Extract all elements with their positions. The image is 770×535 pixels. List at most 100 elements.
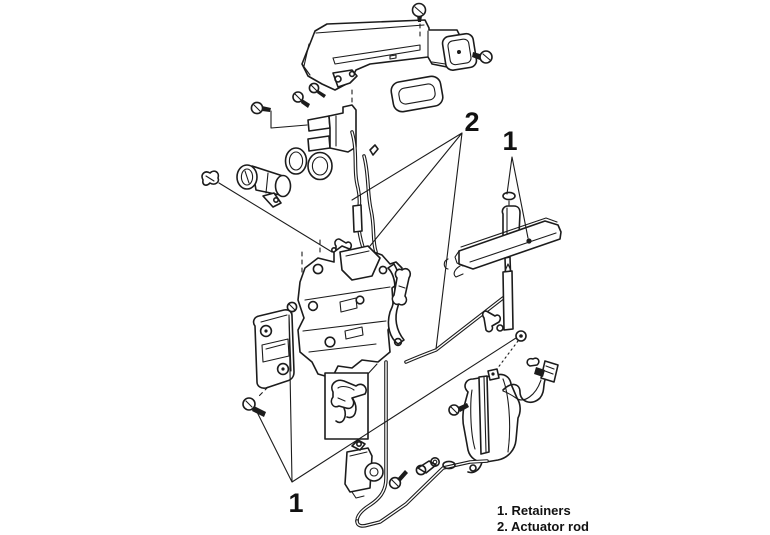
gasket-ring-outer [307, 151, 333, 181]
callout-1-upper-leaders [506, 156, 529, 239]
callout-1-lower-leaders [255, 314, 517, 483]
handle-top-edge [315, 24, 425, 34]
screw-shank [301, 99, 310, 108]
connector-hatch [544, 365, 555, 375]
callout-1-lower-label: 1 [288, 488, 303, 518]
screw-shank [472, 52, 480, 60]
bolt-shank [252, 406, 266, 417]
lock-knob-rail [443, 191, 562, 290]
rod-link-tip [504, 263, 512, 272]
bracket-bridge [328, 104, 357, 153]
mount-tab-hole [491, 372, 495, 376]
inset-clip-prongs [335, 398, 357, 424]
clip-slot [205, 175, 215, 182]
wire-connector [526, 357, 559, 383]
handle-detail-dot [389, 54, 397, 60]
legend-item-actuator-rod: 2. Actuator rod [497, 519, 589, 534]
cylinder-lever [262, 192, 282, 208]
bracket-screws [292, 82, 326, 108]
actuator-screw-slot [450, 406, 458, 414]
actuator-foot-pivot [469, 464, 477, 472]
latch-cover-line [345, 250, 370, 257]
actuator-strap [478, 375, 490, 455]
top-tab-hole [355, 440, 362, 447]
plate-screw-slot [288, 303, 296, 311]
cylinder-o-rings [284, 147, 333, 181]
gasket-outer [390, 75, 444, 113]
rod-dashes [301, 239, 321, 273]
handle-side-screw [472, 50, 493, 64]
bellcrank-pivot [393, 337, 403, 347]
actuator-cylinder [364, 462, 384, 482]
screw-shank [317, 90, 326, 98]
cylinder-lever-hole [272, 197, 279, 204]
handle-bezel [441, 32, 478, 71]
callout-1-upper: 1 [502, 126, 529, 239]
gasket-inner [398, 83, 436, 105]
actuator-screw-shank [458, 403, 469, 412]
latch-slots [339, 297, 364, 340]
power-lock-actuator [448, 357, 559, 474]
connector-pin [534, 367, 545, 377]
door-latch-assembly [297, 245, 412, 379]
plate-to-bolt-dashes [256, 386, 269, 399]
actuator-foot [467, 461, 483, 474]
clamp-ring-core [432, 459, 438, 465]
inset-clip-line [337, 385, 355, 391]
inset-clip-slot [337, 397, 346, 402]
lock-cylinder [236, 164, 292, 208]
plate-hole-dot [264, 329, 268, 333]
cylinder-retainer-bracket [307, 104, 357, 153]
inside-lock-actuator [344, 439, 384, 499]
latch-pivot [378, 265, 388, 275]
lock-cylinder-rod [350, 130, 368, 258]
latch-section-lines [302, 286, 391, 353]
latch-face-plate [252, 301, 298, 399]
plate-hole [276, 362, 290, 376]
screw-slot [482, 53, 491, 61]
bracket-lower-pad [307, 135, 331, 152]
cylinder-key-slot [244, 170, 269, 194]
rod-tip [369, 144, 379, 156]
bracket-bolt [250, 101, 308, 129]
screw-slot [391, 479, 399, 487]
clamp-ring [415, 464, 427, 476]
handle-pivot-lever [332, 69, 358, 88]
latch-top-cover [339, 245, 381, 281]
handle-left-fold [301, 43, 311, 76]
legend-item-retainers: 1. Retainers [497, 503, 571, 518]
connector-plug [526, 357, 540, 367]
bolt-leader-line [270, 110, 308, 129]
rod-link [502, 270, 514, 331]
plate-slot [261, 338, 290, 363]
legend: 1. Retainers 2. Actuator rod [497, 503, 589, 534]
latch-actuator-rod [404, 263, 527, 370]
o-ring-outer [284, 147, 308, 175]
screw-slot [294, 93, 302, 101]
rail-edges [460, 217, 558, 263]
cylinder-core [369, 467, 379, 477]
plate-body [252, 309, 295, 389]
rod-ferrule [352, 204, 363, 233]
clamp-ring [429, 456, 440, 467]
bolt-slot [253, 104, 261, 112]
o-ring-inner [288, 151, 304, 171]
callout-2-leaders [351, 132, 463, 350]
grommet-dotted-line [496, 340, 519, 370]
handle-pivot-pin [348, 70, 356, 78]
top-tab [351, 439, 366, 451]
rod-grommet-dot [519, 334, 523, 338]
screw-shank [417, 16, 422, 22]
plate-hole-dot [281, 367, 285, 371]
callout-1-upper-label: 1 [502, 126, 517, 156]
retainer-clip-inset [324, 363, 378, 440]
screw-slot [414, 6, 424, 15]
clip-leader-line [218, 182, 333, 253]
cylinder-face-inner [240, 168, 254, 186]
clip-ring [496, 324, 504, 332]
handle-gasket [390, 75, 444, 113]
handle-recess [332, 44, 421, 65]
bolt-shank [262, 106, 271, 112]
